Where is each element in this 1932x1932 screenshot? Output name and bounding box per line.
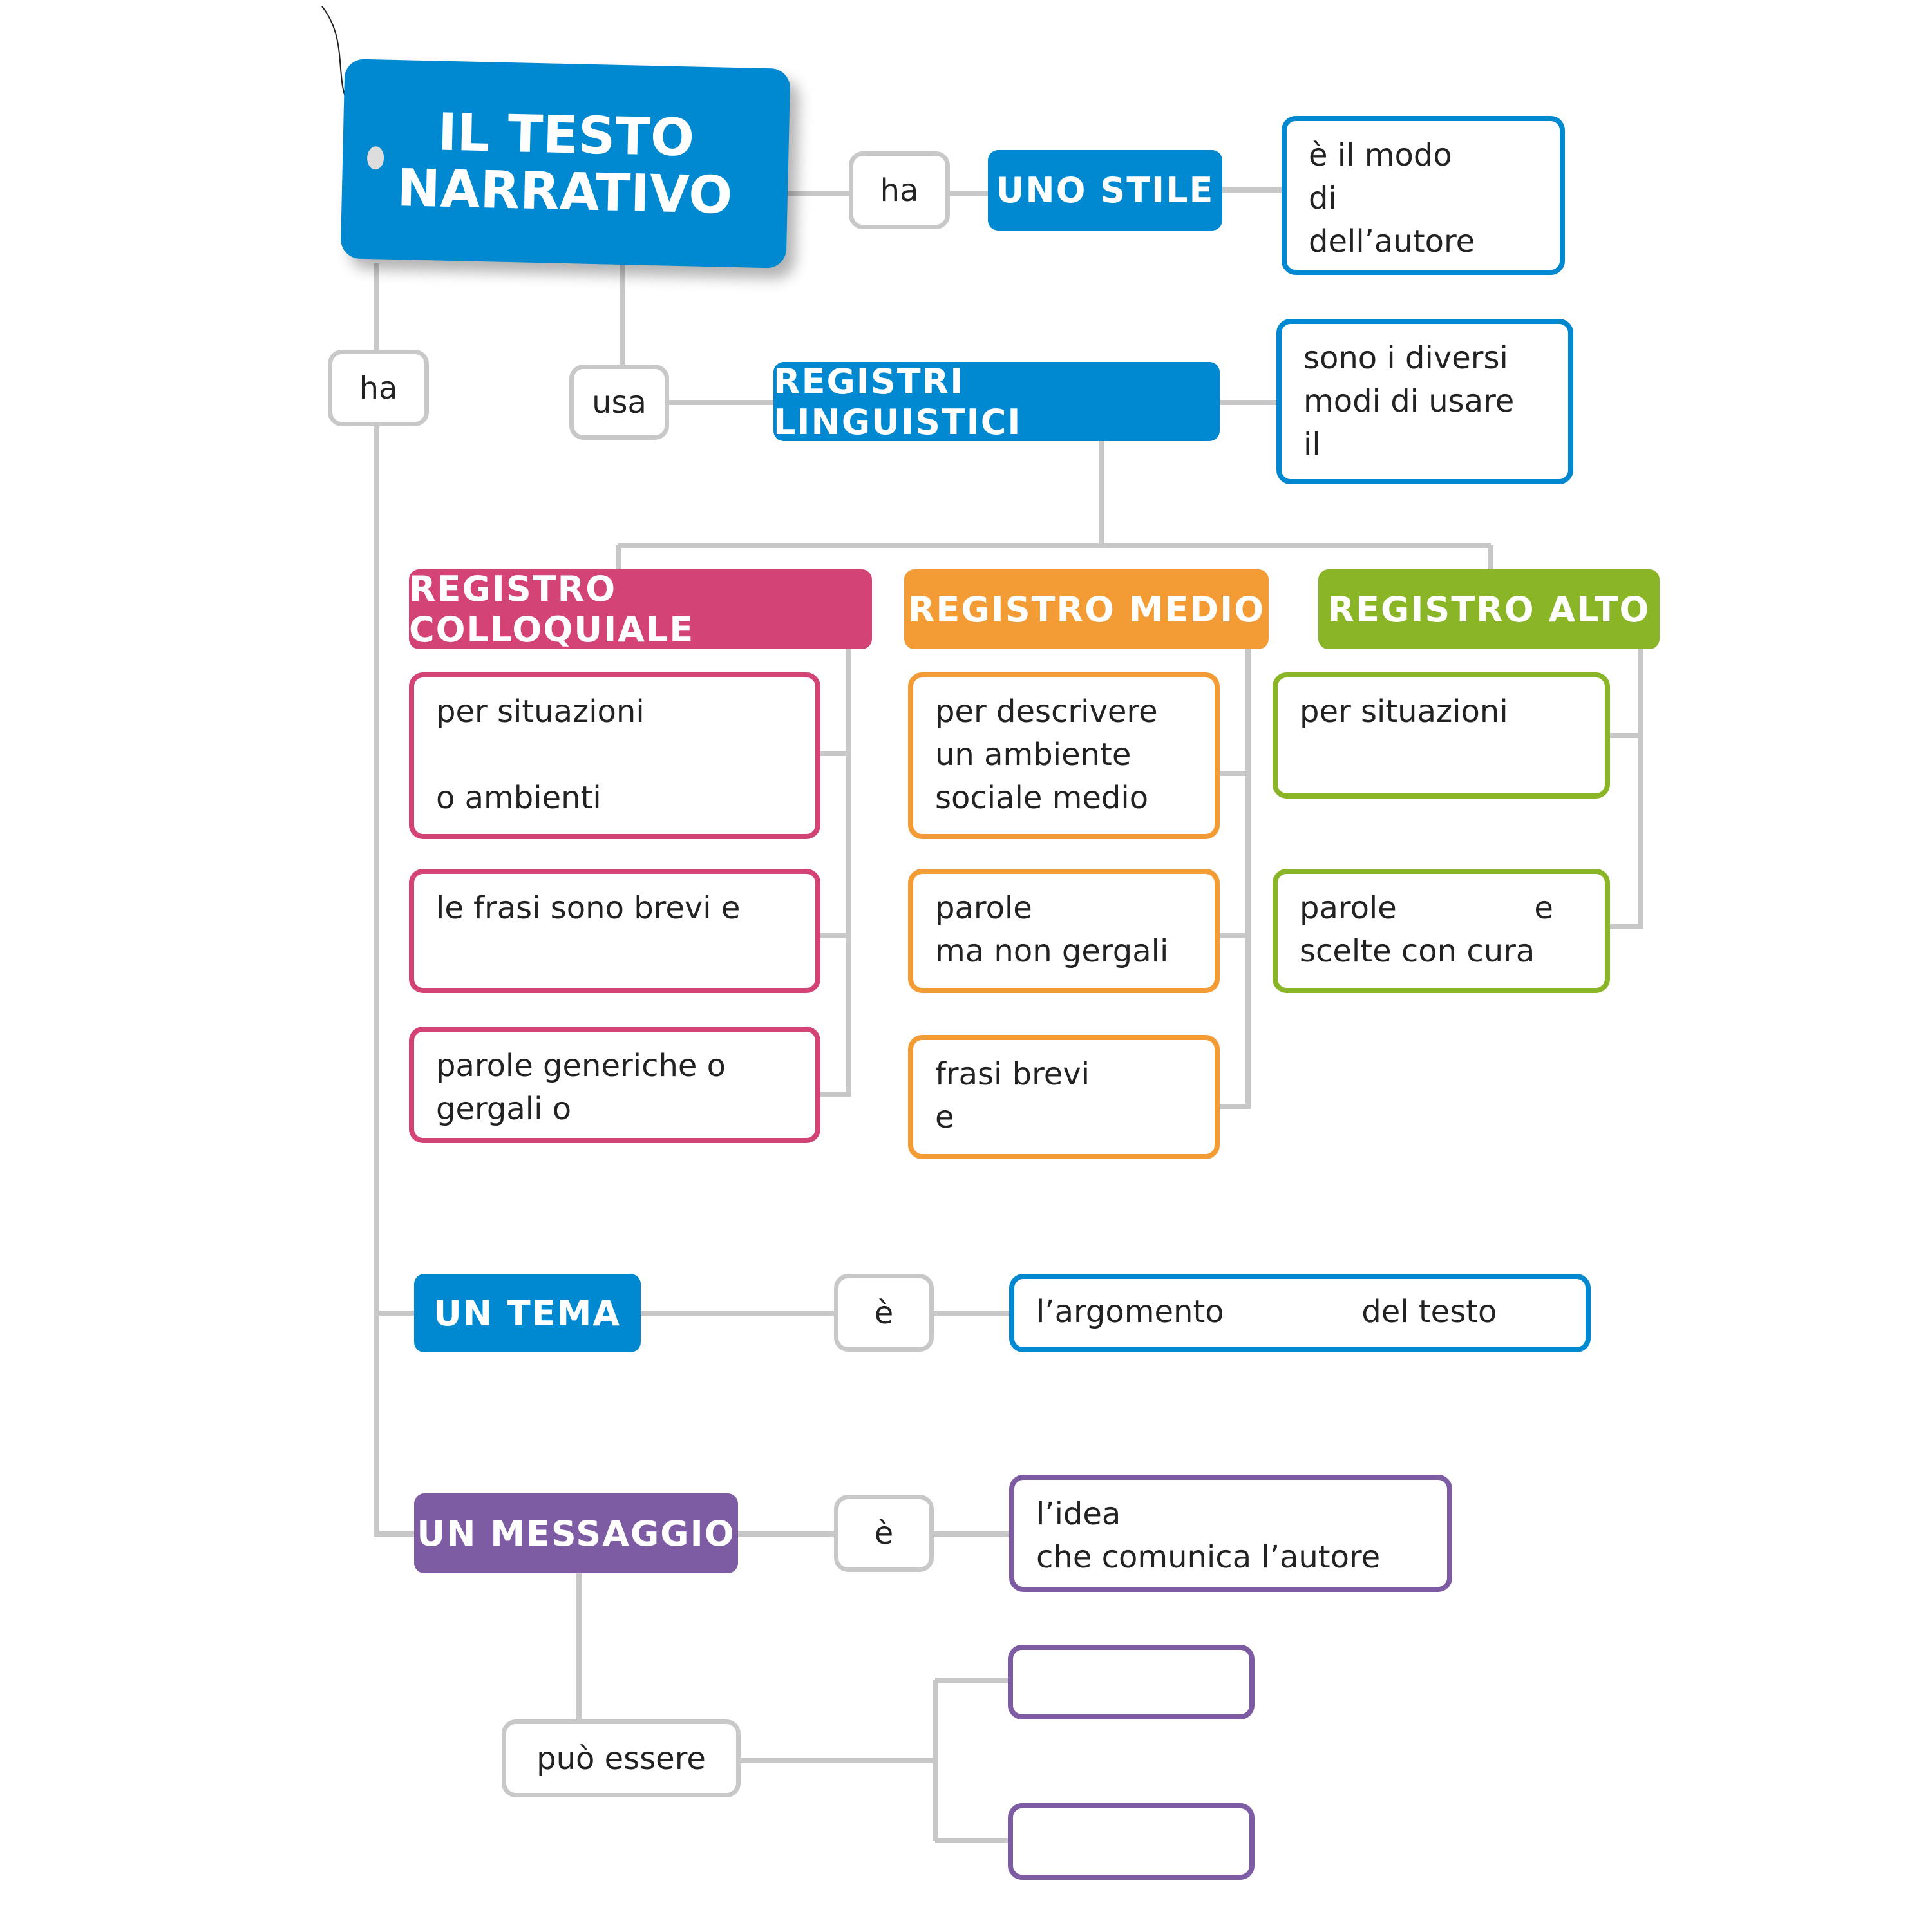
box-colloquiale-3: parole generiche o gergali o: [409, 1027, 820, 1143]
text-line: per descrivere: [935, 694, 1158, 730]
link-usa: usa: [569, 365, 669, 440]
link-e-tema: è: [834, 1274, 934, 1352]
title-line-2: NARRATIVO: [396, 158, 734, 225]
box-stile-desc: è il modo di dell’autore: [1282, 116, 1565, 275]
text-line: frasi brevi: [935, 1056, 1090, 1092]
empty-answer-box-2[interactable]: [1008, 1803, 1255, 1880]
text-line: per situazioni: [436, 694, 645, 730]
text-line: modi di usare: [1303, 383, 1515, 419]
text-line: l’argomento del testo: [1036, 1294, 1497, 1330]
text-line: [436, 734, 793, 777]
text-line: un ambiente: [935, 737, 1132, 773]
box-colloquiale-2: le frasi sono brevi e: [409, 869, 820, 993]
empty-answer-box-1[interactable]: [1008, 1645, 1255, 1719]
link-ha-top: ha: [849, 151, 950, 229]
node-uno-stile: UNO STILE: [988, 150, 1222, 231]
text-line: e: [935, 1099, 954, 1135]
text-line: che comunica l’autore: [1036, 1539, 1381, 1575]
text-line: dell’autore: [1309, 223, 1475, 260]
link-puo-essere: può essere: [502, 1719, 741, 1797]
main-title-tag: IL TESTO NARRATIVO: [340, 59, 791, 269]
text-line: sociale medio: [935, 780, 1149, 816]
title-line-1: IL TESTO: [437, 102, 696, 168]
node-registro-colloquiale: REGISTRO COLLOQUIALE: [409, 569, 872, 650]
box-messaggio-desc: l’idea che comunica l’autore: [1009, 1475, 1452, 1592]
text-line: parole generiche o: [436, 1048, 726, 1084]
box-medio-3: frasi brevi e: [908, 1035, 1220, 1159]
text-line: per situazioni: [1300, 694, 1508, 730]
text-line: scelte con cura: [1300, 933, 1535, 969]
node-registro-alto: REGISTRO ALTO: [1318, 569, 1660, 649]
box-medio-2: parole ma non gergali: [908, 869, 1220, 993]
text-line: è il modo: [1309, 137, 1452, 173]
text-line: l’idea: [1036, 1496, 1121, 1532]
box-alto-2: parole e scelte con cura: [1273, 869, 1610, 993]
box-medio-1: per descrivere un ambiente sociale medio: [908, 672, 1220, 839]
box-alto-1: per situazioni: [1273, 672, 1610, 799]
text-line: le frasi sono brevi e: [436, 890, 741, 926]
text-line: ma non gergali: [935, 933, 1169, 969]
link-ha-left: ha: [328, 350, 429, 426]
node-un-messaggio: UN MESSAGGIO: [414, 1493, 738, 1573]
box-tema-desc: l’argomento del testo: [1009, 1274, 1591, 1352]
text-line: sono i diversi: [1303, 340, 1508, 376]
text-line: parole: [935, 890, 1032, 926]
text-line: parole e: [1300, 890, 1553, 926]
node-registro-medio: REGISTRO MEDIO: [904, 569, 1269, 649]
text-line: o ambienti: [436, 780, 601, 816]
text-line: di: [1309, 180, 1337, 216]
tag-hole-icon: [366, 146, 384, 170]
node-un-tema: UN TEMA: [414, 1274, 641, 1352]
node-registri-linguistici: REGISTRI LINGUISTICI: [773, 361, 1220, 442]
link-e-messaggio: è: [834, 1495, 934, 1572]
text-line: gergali o: [436, 1091, 572, 1127]
box-registri-desc: sono i diversi modi di usare il: [1276, 319, 1573, 484]
box-colloquiale-1: per situazioni o ambienti: [409, 672, 820, 839]
text-line: il: [1303, 426, 1321, 462]
